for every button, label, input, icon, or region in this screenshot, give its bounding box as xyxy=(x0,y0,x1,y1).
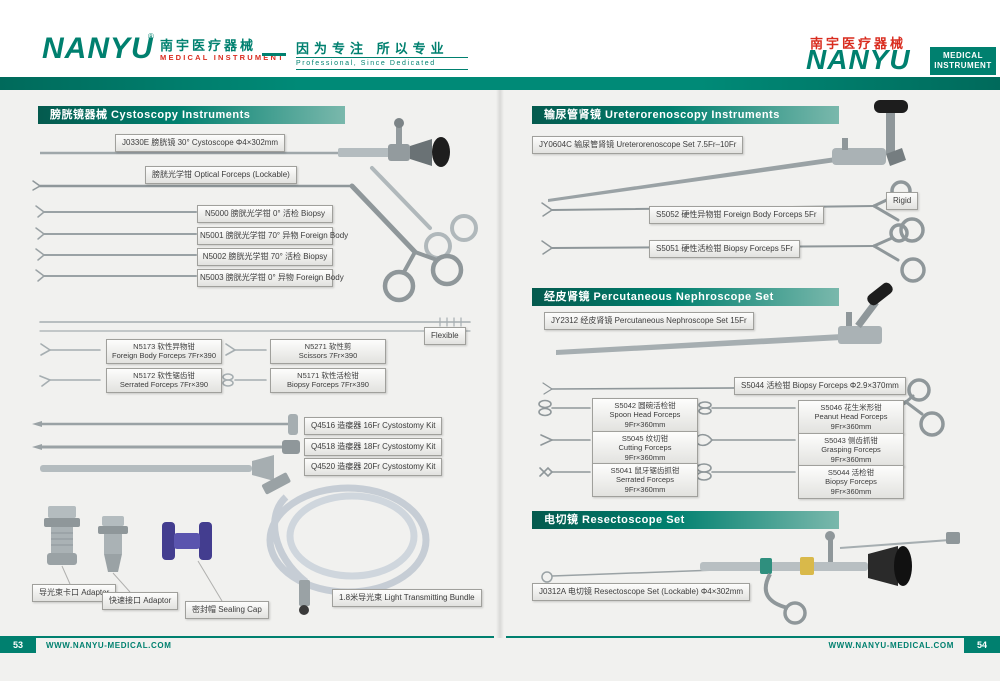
slogan-english: Professional, Since Dedicated xyxy=(296,57,468,70)
light-adaptor-illustration xyxy=(44,506,131,593)
label-line: 9Fr×360mm xyxy=(624,484,666,494)
nanyu-wordmark-right: NANYU xyxy=(806,44,911,75)
label-s5043: S5043 侧齿抓钳 Grasping Forceps 9Fr×360mm xyxy=(798,433,904,468)
label-line: 9Fr×360mm xyxy=(830,486,872,496)
brand-box-line1: MEDICAL xyxy=(943,50,983,60)
label-line: Grasping Forceps xyxy=(821,445,881,455)
optical-forceps-illustration xyxy=(32,166,478,303)
resectoscope-illustration xyxy=(541,531,960,625)
slogan-chinese: 因为专注 所以专业 xyxy=(296,41,449,56)
label-line: S5044 活检钳 xyxy=(827,468,875,477)
label-cystoscope: J0330E 膀胱镜 30° Cystoscope Φ4×302mm xyxy=(115,134,286,152)
rigid-forceps-illustration xyxy=(541,180,926,283)
ureteroscope-illustration xyxy=(548,100,908,202)
label-line: S5045 纹切钳 xyxy=(621,434,669,443)
label-line: Spoon Head Forceps xyxy=(609,410,681,420)
page-number-right: 54 xyxy=(964,638,1000,653)
label-n5172: N5172 软性锯齿钳 Serrated Forceps 7Fr×390 xyxy=(106,368,222,393)
label-s5045: S5045 纹切钳 Cutting Forceps 9Fr×360mm xyxy=(592,431,698,466)
label-line: Biopsy Forceps xyxy=(825,477,877,487)
label-rigid-tag: Rigid xyxy=(886,192,919,210)
registered-mark: ® xyxy=(148,32,154,41)
label-line: Foreign Body Forceps 7Fr×390 xyxy=(111,351,216,361)
sealing-cap-illustration xyxy=(162,522,223,602)
label-line: 9Fr×360mm xyxy=(830,421,872,431)
label-line: S5042 圆碗活检钳 xyxy=(614,401,676,410)
brand-chinese-right: 南宇医疗器械 xyxy=(810,36,907,51)
section-banner-nephroscope: 经皮肾镜 Percutaneous Nephroscope Set xyxy=(532,288,839,306)
label-s5051: S5051 硬性活检钳 Biopsy Forceps 5Fr xyxy=(649,240,800,258)
label-line: 9Fr×360mm xyxy=(624,419,666,429)
nanyu-wordmark-left: NANYU xyxy=(42,32,154,65)
brand-box-line2: INSTRUMENT xyxy=(934,61,992,70)
label-n5003: N5003 膀胱光学钳 0° 异物 Foreign Body xyxy=(197,269,344,287)
label-line: N5271 软性剪 xyxy=(304,342,352,351)
label-s5044: S5044 活检钳 Biopsy Forceps 9Fr×360mm xyxy=(798,465,904,500)
label-line: S5043 侧齿抓钳 xyxy=(824,436,878,445)
footer-rule-right xyxy=(506,636,1000,638)
label-n5271: N5271 软性剪 Scissors 7Fr×390 xyxy=(270,339,386,364)
section-banner-ureterorenoscopy: 输尿管肾镜 Ureterorenoscopy Instruments xyxy=(532,106,839,124)
brand-box-right: MEDICAL INSTRUMENT xyxy=(930,47,996,75)
label-line: 9Fr×360mm xyxy=(624,452,666,462)
label-line: N5173 软性异物钳 xyxy=(133,342,195,351)
label-q4516: Q4516 造瘘器 16Fr Cystostomy Kit xyxy=(304,417,443,435)
footer-rule-left xyxy=(0,636,494,638)
label-ureteroscope: JY0604C 输尿管肾镜 Ureterorenoscope Set 7.5Fr… xyxy=(532,136,744,154)
website-url-left: WWW.NANYU-MEDICAL.COM xyxy=(46,641,172,650)
page-number-left: 53 xyxy=(0,638,36,653)
label-sealing-cap: 密封帽 Sealing Cap xyxy=(185,601,269,619)
label-line: N5172 软性锯齿钳 xyxy=(133,371,195,380)
cystostomy-kit-illustration xyxy=(32,414,300,481)
section-banner-cystoscopy: 膀胱镜器械 Cystoscopy Instruments xyxy=(38,106,345,124)
label-n5000: N5000 膀胱光学钳 0° 活检 Biopsy xyxy=(197,205,333,223)
label-line: Serrated Forceps 7Fr×390 xyxy=(119,380,209,390)
label-n5002: N5002 膀胱光学钳 70° 活检 Biopsy xyxy=(197,248,333,266)
label-flexible-tag: Flexible xyxy=(424,327,466,345)
label-line: Cutting Forceps xyxy=(618,443,672,453)
label-s5046: S5046 花生米形钳 Peanut Head Forceps 9Fr×360m… xyxy=(798,400,904,435)
label-s5041: S5041 鼠牙锯齿抓钳 Serrated Forceps 9Fr×360mm xyxy=(592,463,698,498)
label-s5052: S5052 硬性异物钳 Foreign Body Forceps 5Fr xyxy=(649,206,824,224)
label-q4518: Q4518 造瘘器 18Fr Cystostomy Kit xyxy=(304,438,443,456)
label-optical-forceps: 膀胱光学钳 Optical Forceps (Lockable) xyxy=(145,166,297,184)
label-line: Biopsy Forceps 7Fr×390 xyxy=(287,380,369,390)
section-banner-resectoscope: 电切镜 Resectoscope Set xyxy=(532,511,839,529)
label-nephroscope: JY2312 经皮肾镜 Percutaneous Nephroscope Set… xyxy=(544,312,754,330)
label-s5044-rod: S5044 活检钳 Biopsy Forceps Φ2.9×370mm xyxy=(734,377,906,395)
optical-forceps-rods-illustration xyxy=(35,205,197,282)
label-n5001: N5001 膀胱光学钳 70° 异物 Foreign Body xyxy=(197,227,348,245)
nephroscope-illustration xyxy=(556,282,893,355)
label-q4520: Q4520 造瘘器 20Fr Cystostomy Kit xyxy=(304,458,443,476)
label-adaptor-quick: 快速接口 Adaptor xyxy=(102,592,179,610)
page-header: NANYU ® 南宇医疗器械 MEDICAL INSTRUMENT 因为专注 所… xyxy=(0,0,1000,77)
label-line: N5171 软性活检钳 xyxy=(297,371,359,380)
divider-dash xyxy=(262,53,286,56)
label-line: Scissors 7Fr×390 xyxy=(298,351,358,361)
label-light-bundle: 1.8米导光束 Light Transmitting Bundle xyxy=(332,589,482,607)
label-line: Serrated Forceps xyxy=(616,475,674,485)
label-line: S5041 鼠牙锯齿抓钳 xyxy=(610,466,680,475)
brand-chinese-left: 南宇医疗器械 xyxy=(160,38,257,53)
header-teal-band xyxy=(0,77,1000,90)
flexible-forceps-illustration xyxy=(39,317,471,387)
cystoscope-illustration xyxy=(40,118,450,167)
label-n5171: N5171 软性活检钳 Biopsy Forceps 7Fr×390 xyxy=(270,368,386,393)
page-gutter-shadow xyxy=(496,90,504,638)
forceps-tips-illustration xyxy=(538,399,796,481)
website-url-right: WWW.NANYU-MEDICAL.COM xyxy=(828,641,954,650)
brand-subtitle-left: MEDICAL INSTRUMENT xyxy=(160,53,285,62)
label-line: 9Fr×360mm xyxy=(830,454,872,464)
label-resectoscope: J0312A 电切镜 Resectoscope Set (Lockable) Φ… xyxy=(532,583,751,601)
label-n5173: N5173 软性异物钳 Foreign Body Forceps 7Fr×390 xyxy=(106,339,222,364)
label-line: Peanut Head Forceps xyxy=(814,412,888,422)
label-line: S5046 花生米形钳 xyxy=(820,403,882,412)
label-s5042: S5042 圆碗活检钳 Spoon Head Forceps 9Fr×360mm xyxy=(592,398,698,433)
